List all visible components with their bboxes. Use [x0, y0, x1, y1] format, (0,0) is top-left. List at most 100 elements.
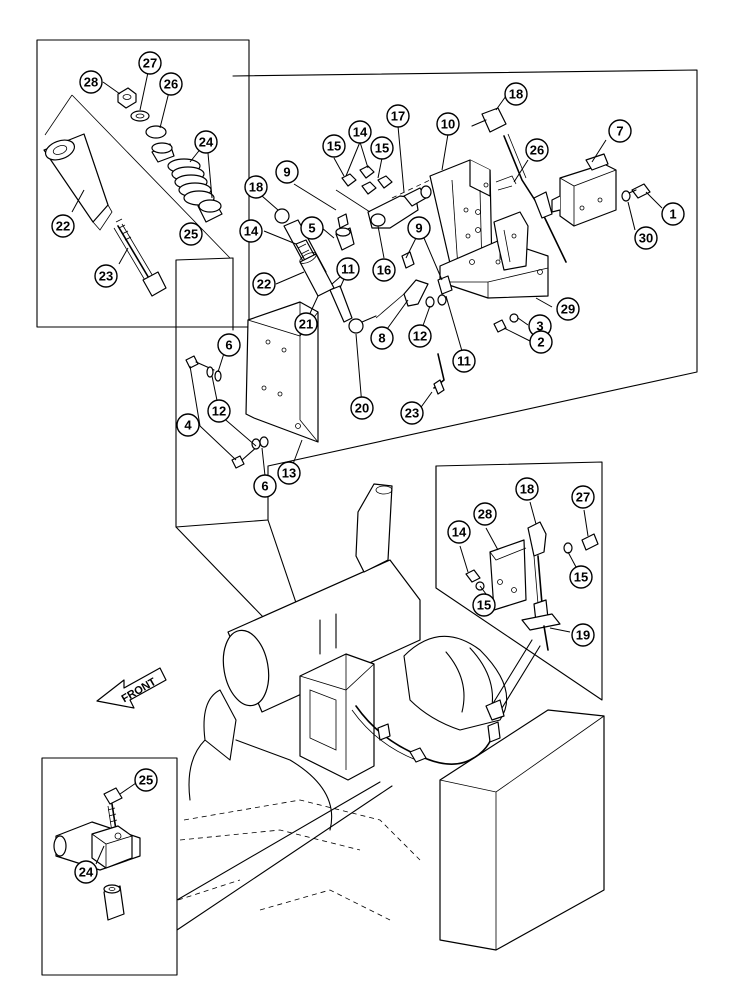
svg-text:21: 21 [299, 317, 313, 332]
callout-16: 16 [372, 258, 396, 282]
svg-text:10: 10 [441, 117, 455, 132]
svg-text:27: 27 [143, 56, 157, 71]
svg-text:22: 22 [257, 277, 271, 292]
svg-text:15: 15 [477, 598, 491, 613]
callout-24b: 24 [74, 860, 98, 884]
svg-text:12: 12 [212, 404, 226, 419]
mounting-plate [185, 301, 319, 469]
callout-11a: 11 [336, 257, 360, 281]
callout-6b: 6 [253, 474, 277, 498]
cable-spring-inset [36, 39, 250, 328]
callout-25b: 25 [134, 768, 158, 792]
callout-25a: 25 [179, 222, 203, 246]
callout-6a: 6 [217, 333, 241, 357]
svg-text:20: 20 [355, 401, 369, 416]
callout-23a: 23 [94, 264, 118, 288]
svg-text:26: 26 [530, 143, 544, 158]
svg-text:3: 3 [536, 319, 543, 334]
callout-18c: 18 [515, 477, 539, 501]
callout-20: 20 [350, 396, 374, 420]
callout-1: 1 [661, 202, 685, 226]
callout-12b: 12 [207, 399, 231, 423]
small-lever [433, 353, 445, 395]
svg-text:15: 15 [375, 141, 389, 156]
svg-text:30: 30 [639, 231, 653, 246]
svg-text:14: 14 [353, 125, 368, 140]
callout-15b: 15 [370, 136, 394, 160]
svg-text:24: 24 [79, 865, 94, 880]
svg-text:15: 15 [574, 570, 588, 585]
svg-text:17: 17 [391, 109, 405, 124]
svg-text:5: 5 [308, 221, 315, 236]
svg-text:18: 18 [249, 180, 263, 195]
callout-14a: 14 [348, 120, 372, 144]
callout-15a: 15 [322, 134, 346, 158]
rod-linkage [274, 208, 453, 334]
callout-4: 4 [176, 413, 200, 437]
svg-text:11: 11 [457, 354, 471, 369]
callout-15c: 15 [569, 565, 593, 589]
svg-text:12: 12 [413, 329, 427, 344]
callout-26b: 26 [525, 138, 549, 162]
screw-washer-pair [493, 313, 519, 333]
clamp-inset [41, 757, 393, 976]
callout-23b: 23 [400, 401, 424, 425]
svg-text:24: 24 [199, 135, 214, 150]
svg-text:14: 14 [244, 224, 259, 239]
svg-text:9: 9 [415, 221, 422, 236]
svg-text:7: 7 [616, 124, 623, 139]
svg-text:27: 27 [576, 490, 590, 505]
long-bolt-part [113, 218, 167, 297]
svg-text:22: 22 [56, 219, 70, 234]
callout-10: 10 [436, 112, 460, 136]
callout-13: 13 [277, 461, 301, 485]
svg-text:18: 18 [509, 87, 523, 102]
svg-text:28: 28 [478, 507, 492, 522]
callout-17: 17 [386, 104, 410, 128]
upper-cable [471, 107, 567, 263]
callout-21: 21 [294, 312, 318, 336]
nut-washer-stack [117, 87, 175, 163]
callout-7: 7 [608, 119, 632, 143]
callout-22a: 22 [51, 214, 75, 238]
callout-2: 2 [529, 330, 553, 354]
callout-11b: 11 [452, 349, 476, 373]
cylinder-part [43, 133, 113, 231]
front-arrow: FRONT [96, 667, 167, 709]
callout-22b: 22 [252, 272, 276, 296]
nut-cluster-upper [341, 165, 432, 199]
callout-8: 8 [370, 326, 394, 350]
svg-text:8: 8 [378, 331, 385, 346]
callout-19: 19 [571, 623, 595, 647]
lever-arm-part [335, 179, 431, 229]
svg-text:9: 9 [283, 165, 290, 180]
svg-text:23: 23 [405, 406, 419, 421]
callout-24a: 24 [194, 130, 218, 154]
spring-part [167, 158, 223, 223]
callout-9a: 9 [275, 160, 299, 184]
svg-text:29: 29 [561, 302, 575, 317]
svg-text:6: 6 [225, 338, 232, 353]
svg-text:2: 2 [537, 335, 544, 350]
svg-text:23: 23 [99, 269, 113, 284]
svg-text:1: 1 [669, 207, 676, 222]
callout-14b: 14 [239, 219, 263, 243]
callout-18b: 18 [244, 175, 268, 199]
svg-text:18: 18 [520, 482, 534, 497]
callout-18a: 18 [504, 82, 528, 106]
cable-bracket-inset [435, 461, 603, 709]
callout-29: 29 [556, 297, 580, 321]
svg-text:25: 25 [139, 773, 153, 788]
svg-text:4: 4 [184, 418, 192, 433]
svg-text:6: 6 [261, 479, 268, 494]
svg-text:14: 14 [452, 525, 467, 540]
svg-text:28: 28 [84, 75, 98, 90]
svg-text:19: 19 [576, 628, 590, 643]
callout-9b: 9 [407, 216, 431, 240]
svg-text:16: 16 [377, 263, 391, 278]
callout-15d: 15 [472, 593, 496, 617]
callout-28a: 28 [79, 70, 103, 94]
callout-27a: 27 [138, 51, 162, 75]
callout-27b: 27 [571, 485, 595, 509]
svg-text:11: 11 [341, 262, 355, 277]
